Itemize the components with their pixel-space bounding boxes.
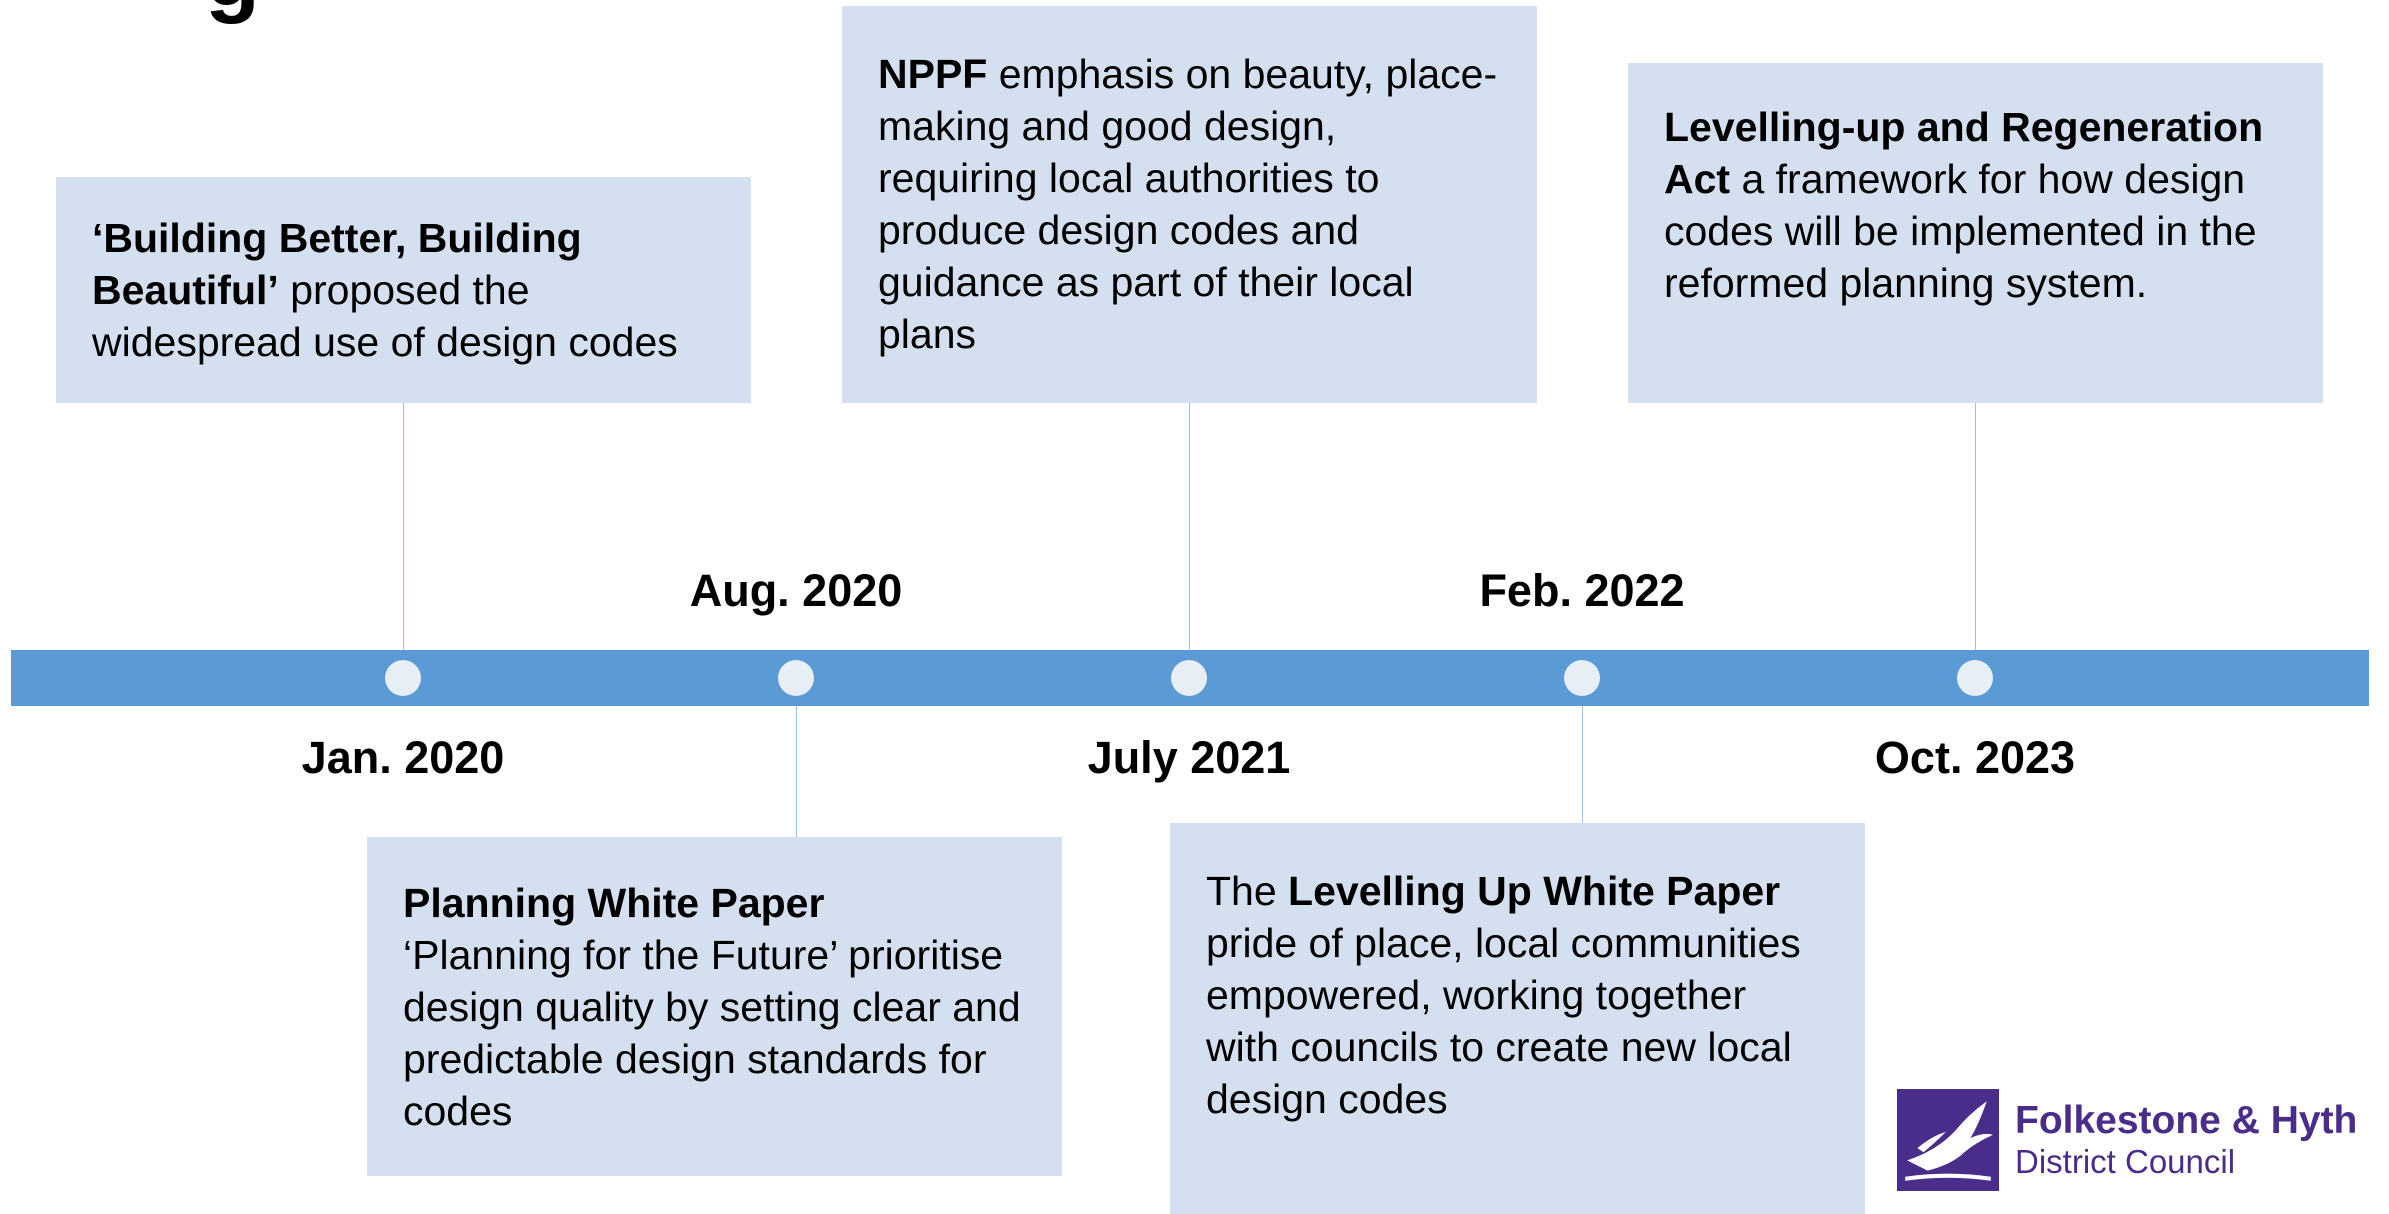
milestone-marker [1171,660,1207,696]
date-label: Oct. 2023 [1874,732,2076,783]
logo-subtitle: District Council [2015,1143,2236,1181]
date-label: Feb. 2022 [1479,565,1685,616]
council-logo: Folkestone & Hyth District Council [1897,1089,2357,1191]
event-box-jan-2020: ‘Building Better, Building Beautiful’ pr… [56,177,751,403]
event-text: a framework for how design codes will be… [1664,156,2257,306]
event-box-feb-2022: The Levelling Up White Paper pride of pla… [1170,823,1865,1214]
event-title: Planning White Paper [403,880,825,926]
council-emblem-icon [1897,1089,1999,1191]
page-title-fragment: g [205,0,260,20]
connector-oct-2023 [1975,403,1976,650]
event-prefix: The [1206,868,1289,914]
date-label: Aug. 2020 [689,565,903,616]
date-label: Jan. 2020 [301,732,505,783]
event-title: ‘Building Better, Building Beautiful’ [92,215,582,313]
connector-jul-2021 [1189,403,1190,650]
milestone-marker [1957,660,1993,696]
event-box-jul-2021: NPPF emphasis on beauty, place-making an… [842,6,1537,403]
event-box-oct-2023: Levelling-up and Regeneration Act a fram… [1628,63,2323,403]
date-label: July 2021 [1087,732,1291,783]
connector-jan-2020 [403,403,404,650]
connector-feb-2022 [1582,706,1583,823]
event-text: proposed the widespread use of design co… [92,267,678,365]
event-text: ‘Planning for the Future’ prioritise des… [403,932,1021,1134]
milestone-marker [778,660,814,696]
event-title: Levelling Up White Paper [1288,868,1781,914]
event-box-aug-2020: Planning White Paper ‘Planning for the Fu… [367,837,1062,1176]
event-text: emphasis on beauty, place-making and goo… [878,51,1498,357]
event-text: pride of place, local communities empowe… [1206,920,1801,1122]
event-title: Levelling-up and Regeneration Act [1664,104,2264,202]
connector-aug-2020 [796,706,797,837]
milestone-marker [385,660,421,696]
event-title: NPPF [878,51,988,97]
logo-name: Folkestone & Hyth [2015,1098,2358,1142]
milestone-marker [1564,660,1600,696]
